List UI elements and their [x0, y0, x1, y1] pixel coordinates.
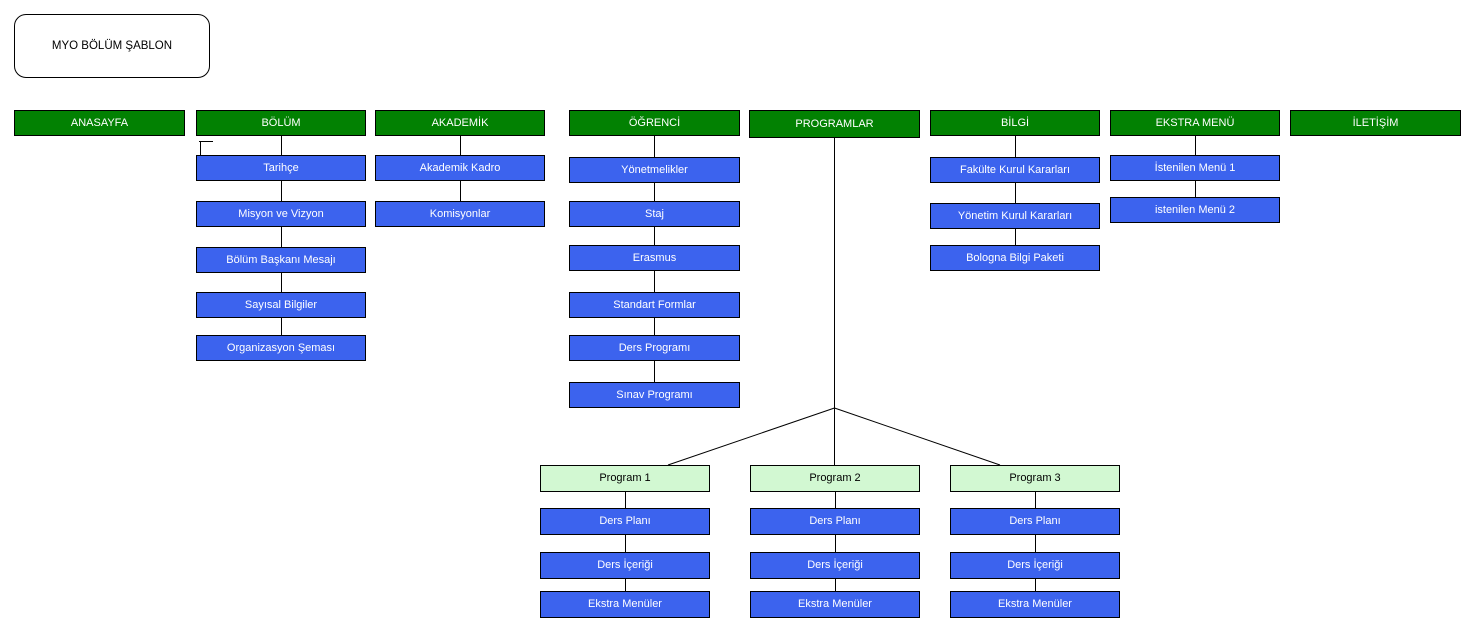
program-1-ders-plani[interactable]: Ders Planı [540, 508, 710, 535]
node-staj[interactable]: Staj [569, 201, 740, 227]
connector-group [199, 136, 1196, 591]
program-1-header[interactable]: Program 1 [540, 465, 710, 492]
node-akademik-kadro[interactable]: Akademik Kadro [375, 155, 545, 181]
node-bologna-bilgi-paketi[interactable]: Bologna Bilgi Paketi [930, 245, 1100, 271]
node-bolum-baskani-mesaji[interactable]: Bölüm Başkanı Mesajı [196, 247, 366, 273]
program-3-ders-icerigi[interactable]: Ders İçeriği [950, 552, 1120, 579]
program-2-header[interactable]: Program 2 [750, 465, 920, 492]
template-title-box: MYO BÖLÜM ŞABLON [14, 14, 210, 78]
program-1-ekstra-menuler[interactable]: Ekstra Menüler [540, 591, 710, 618]
program-2-ders-icerigi[interactable]: Ders İçeriği [750, 552, 920, 579]
node-yonetim-kurul-kararlari[interactable]: Yönetim Kurul Kararları [930, 203, 1100, 229]
node-komisyonlar[interactable]: Komisyonlar [375, 201, 545, 227]
node-sinav-programi[interactable]: Sınav Programı [569, 382, 740, 408]
menu-akademik[interactable]: AKADEMİK [375, 110, 545, 136]
menu-programlar[interactable]: PROGRAMLAR [749, 110, 920, 138]
program-3-header[interactable]: Program 3 [950, 465, 1120, 492]
program-2-ekstra-menuler[interactable]: Ekstra Menüler [750, 591, 920, 618]
node-standart-formlar[interactable]: Standart Formlar [569, 292, 740, 318]
program-2-ders-plani[interactable]: Ders Planı [750, 508, 920, 535]
menu-ogrenci[interactable]: ÖĞRENCİ [569, 110, 740, 136]
node-ders-programi[interactable]: Ders Programı [569, 335, 740, 361]
node-erasmus[interactable]: Erasmus [569, 245, 740, 271]
node-organizasyon-semasi[interactable]: Organizasyon Şeması [196, 335, 366, 361]
node-tarihce[interactable]: Tarihçe [196, 155, 366, 181]
program-3-ekstra-menuler[interactable]: Ekstra Menüler [950, 591, 1120, 618]
menu-iletisim[interactable]: İLETİŞİM [1290, 110, 1461, 136]
menu-anasayfa[interactable]: ANASAYFA [14, 110, 185, 136]
node-sayisal-bilgiler[interactable]: Sayısal Bilgiler [196, 292, 366, 318]
program-1-ders-icerigi[interactable]: Ders İçeriği [540, 552, 710, 579]
node-yonetmelikler[interactable]: Yönetmelikler [569, 157, 740, 183]
connector-line [834, 407, 1001, 466]
connector-line [667, 407, 835, 466]
node-fakulte-kurul-kararlari[interactable]: Fakülte Kurul Kararları [930, 157, 1100, 183]
node-istenilen-menu-1[interactable]: İstenilen Menü 1 [1110, 155, 1280, 181]
menu-bolum[interactable]: BÖLÜM [196, 110, 366, 136]
menu-bilgi[interactable]: BİLGİ [930, 110, 1100, 136]
node-istenilen-menu-2[interactable]: istenilen Menü 2 [1110, 197, 1280, 223]
node-misyon-ve-vizyon[interactable]: Misyon ve Vizyon [196, 201, 366, 227]
program-3-ders-plani[interactable]: Ders Planı [950, 508, 1120, 535]
menu-ekstra-menu[interactable]: EKSTRA MENÜ [1110, 110, 1280, 136]
